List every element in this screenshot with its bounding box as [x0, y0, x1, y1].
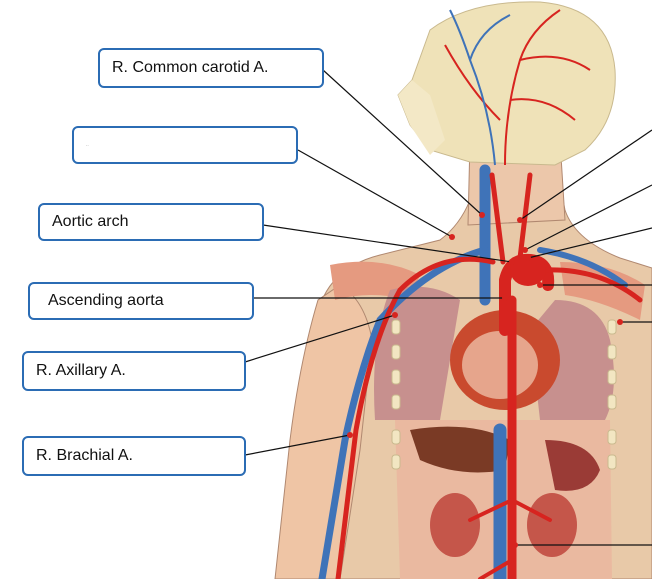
label-aortic-arch-text: Aortic arch: [52, 213, 129, 230]
ribs: [391, 319, 617, 470]
aortic-arch-highlight: [510, 254, 546, 286]
label-brachial[interactable]: R. Brachial A.: [22, 436, 246, 476]
left-lung: [530, 300, 614, 420]
label-axillary-text: R. Axillary A.: [36, 362, 126, 379]
spleen: [545, 440, 600, 491]
right-kidney: [430, 493, 480, 557]
label-common-carotid-text: R. Common carotid A.: [112, 59, 269, 76]
head-arteries: [444, 9, 591, 166]
liver: [410, 426, 510, 473]
label-ascending-aorta[interactable]: Ascending aorta: [28, 282, 254, 320]
face-area: [398, 80, 445, 155]
leader-dots: [347, 212, 623, 548]
label-aortic-arch[interactable]: Aortic arch: [38, 203, 264, 241]
major-arteries: [335, 172, 643, 579]
label-ascending-aorta-text: Ascending aorta: [48, 292, 164, 309]
skull: [397, 1, 616, 166]
label-brachial-text: R. Brachial A.: [36, 447, 133, 464]
head-veins: [449, 9, 511, 166]
label-common-carotid[interactable]: R. Common carotid A.: [98, 48, 324, 88]
heart-inner: [462, 331, 538, 399]
left-kidney: [527, 493, 577, 557]
label-axillary[interactable]: R. Axillary A.: [22, 351, 246, 391]
left-shoulder-muscle: [560, 262, 645, 320]
label-blank-text: ..: [86, 142, 89, 148]
label-blank[interactable]: ..: [72, 126, 298, 164]
leader-lines: [244, 69, 652, 546]
